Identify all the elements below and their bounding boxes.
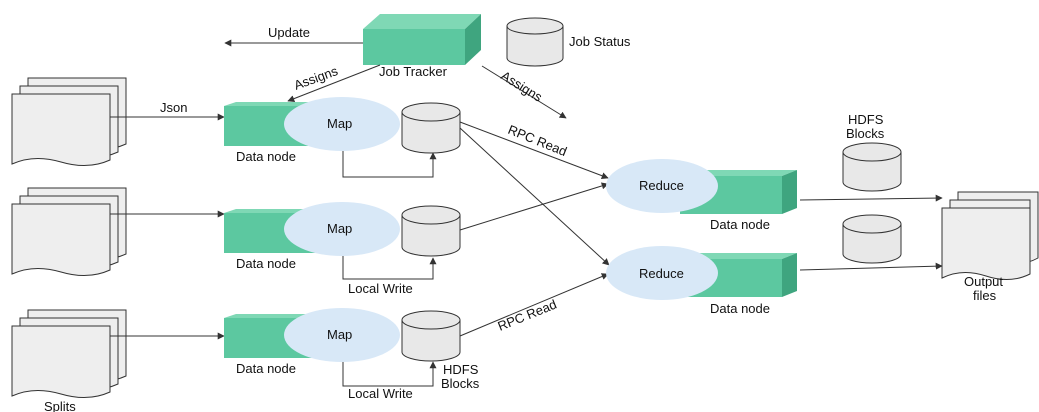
output-arrow-1 xyxy=(799,194,943,202)
storage-cylinder-3 xyxy=(401,310,461,362)
reduce-1-label: Reduce xyxy=(639,178,684,193)
data-node-reduce-2-label: Data node xyxy=(710,301,770,316)
assigns-right-label: Assigns xyxy=(498,68,545,105)
data-node-3 xyxy=(224,308,400,362)
shuffle-arrow-2-to-reduce-1 xyxy=(459,182,609,231)
reduce-data-node-1 xyxy=(606,159,797,214)
storage-cylinder-2 xyxy=(401,205,461,257)
input-documents-1 xyxy=(11,77,127,166)
job-tracker-block xyxy=(363,14,481,65)
hdfs-blocks-bottom-label-2: Blocks xyxy=(441,376,480,391)
rpc-read-top-label: RPC Read xyxy=(506,122,569,159)
input-documents-3 xyxy=(11,309,127,398)
local-write-arrow-1 xyxy=(342,151,437,178)
reduce-2-label: Reduce xyxy=(639,266,684,281)
data-node-2-label: Data node xyxy=(236,256,296,271)
job-status-label: Job Status xyxy=(569,34,631,49)
json-label: Json xyxy=(160,100,187,115)
job-status-cylinder xyxy=(506,17,564,67)
assigns-left-arrow xyxy=(287,64,381,102)
input-documents-2 xyxy=(11,187,127,276)
output-arrow-2 xyxy=(799,262,943,271)
map-1-label: Map xyxy=(327,116,352,131)
output-documents xyxy=(941,191,1039,280)
assigns-left-label: Assigns xyxy=(292,63,340,93)
hdfs-blocks-right-label-1: HDFS xyxy=(848,112,884,127)
update-label: Update xyxy=(268,25,310,40)
job-tracker-label: Job Tracker xyxy=(379,64,448,79)
rpc-read-arrow-1-to-reduce-1 xyxy=(459,121,609,180)
data-node-3-label: Data node xyxy=(236,361,296,376)
hdfs-cylinder-right-2 xyxy=(842,214,902,264)
rpc-read-bottom-label: RPC Read xyxy=(496,297,559,334)
data-node-2 xyxy=(224,202,400,256)
output-files-label-1: Output xyxy=(964,274,1003,289)
splits-label: Splits xyxy=(44,399,76,412)
data-node-1 xyxy=(224,97,400,151)
map-3-label: Map xyxy=(327,327,352,342)
map-2-label: Map xyxy=(327,221,352,236)
local-write-arrow-2 xyxy=(342,256,437,280)
local-write-label-1: Local Write xyxy=(348,281,413,296)
hdfs-blocks-right-label-2: Blocks xyxy=(846,126,885,141)
data-node-1-label: Data node xyxy=(236,149,296,164)
hdfs-blocks-bottom-label-1: HDFS xyxy=(443,362,479,377)
rpc-read-arrow-1-to-reduce-2 xyxy=(459,127,610,266)
local-write-arrow-3 xyxy=(342,361,437,387)
output-files-label-2: files xyxy=(973,288,997,303)
data-node-reduce-1-label: Data node xyxy=(710,217,770,232)
rpc-read-arrow-3-to-reduce-2 xyxy=(459,273,609,337)
local-write-label-2: Local Write xyxy=(348,386,413,401)
storage-cylinder-1 xyxy=(401,102,461,154)
reduce-data-node-2 xyxy=(606,246,797,300)
assigns-right-arrow xyxy=(481,65,567,119)
hdfs-cylinder-right-1 xyxy=(842,142,902,192)
